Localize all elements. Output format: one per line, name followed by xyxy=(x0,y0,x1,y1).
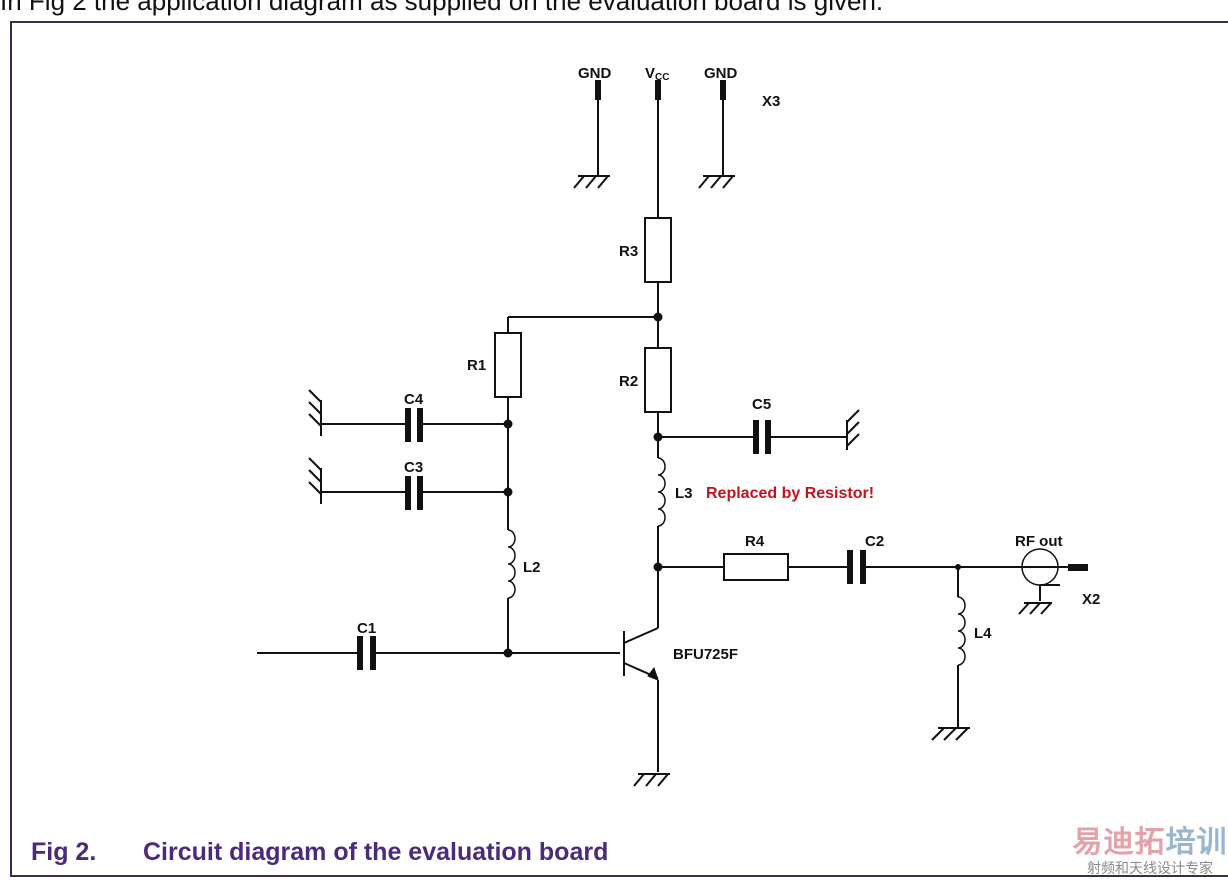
r3-label: R3 xyxy=(619,243,638,260)
transistor-label: BFU725F xyxy=(673,646,738,663)
x3-gnd-left-label: GND xyxy=(578,65,612,82)
capacitor-c4 xyxy=(405,408,423,442)
r1-label: R1 xyxy=(467,357,486,374)
x3-gnd-right-pin xyxy=(720,80,726,176)
inductor-l4 xyxy=(957,596,966,666)
ground-icon xyxy=(1018,602,1052,615)
x3-gnd-left-pin xyxy=(595,80,601,176)
replaced-by-resistor-note: Replaced by Resistor! xyxy=(706,485,874,502)
resistor-r4 xyxy=(723,553,789,581)
figure-caption: Fig 2. Circuit diagram of the evaluation … xyxy=(31,838,608,867)
c5-label: C5 xyxy=(752,396,771,413)
watermark-tagline: 射频和天线设计专家 xyxy=(1087,861,1213,877)
figure-number: Fig 2. xyxy=(31,838,97,866)
r2-label: R2 xyxy=(619,373,638,390)
watermark-brand: 易迪拓 xyxy=(1072,826,1166,859)
x3-vcc-pin xyxy=(655,80,661,218)
intro-text: In Fig 2 the application diagram as supp… xyxy=(0,0,884,16)
capacitor-c1 xyxy=(357,636,376,670)
c4-label: C4 xyxy=(404,391,424,408)
watermark-brand-suffix: 培训 xyxy=(1165,826,1228,859)
inductor-l2 xyxy=(507,529,516,599)
ground-icon xyxy=(931,727,970,741)
ground-icon xyxy=(308,457,322,504)
junction-dots xyxy=(503,312,961,658)
ground-icon xyxy=(846,409,860,450)
l2-label: L2 xyxy=(523,559,541,576)
ground-icon xyxy=(633,773,670,787)
c1-label: C1 xyxy=(357,620,376,637)
rf-out-connector xyxy=(1021,548,1088,601)
l3-label: L3 xyxy=(675,485,693,502)
x2-label: X2 xyxy=(1082,591,1100,608)
rf-out-label: RF out xyxy=(1015,533,1062,550)
ground-icon xyxy=(308,389,322,436)
r4-label: R4 xyxy=(745,533,765,550)
capacitor-c3 xyxy=(405,476,423,510)
x3-gnd-right-label: GND xyxy=(704,65,738,82)
resistor-r3 xyxy=(644,217,672,283)
resistor-r2 xyxy=(644,347,672,413)
resistor-r1 xyxy=(494,332,522,398)
x3-vcc-label: VCC xyxy=(645,65,669,83)
c2-label: C2 xyxy=(865,533,884,550)
figure-title: Circuit diagram of the evaluation board xyxy=(143,838,609,866)
l4-label: L4 xyxy=(974,625,992,642)
ground-icon xyxy=(698,175,735,189)
c3-label: C3 xyxy=(404,459,423,476)
inductor-l3 xyxy=(657,457,666,527)
transistor-bfu725f xyxy=(623,627,659,772)
watermark: 易迪拓培训 射频和天线设计专家 xyxy=(1072,826,1228,878)
ground-icon xyxy=(573,175,610,189)
x3-label: X3 xyxy=(762,93,780,110)
capacitor-c5 xyxy=(753,420,771,454)
figure-frame xyxy=(10,21,1228,877)
capacitor-c2 xyxy=(847,550,866,584)
